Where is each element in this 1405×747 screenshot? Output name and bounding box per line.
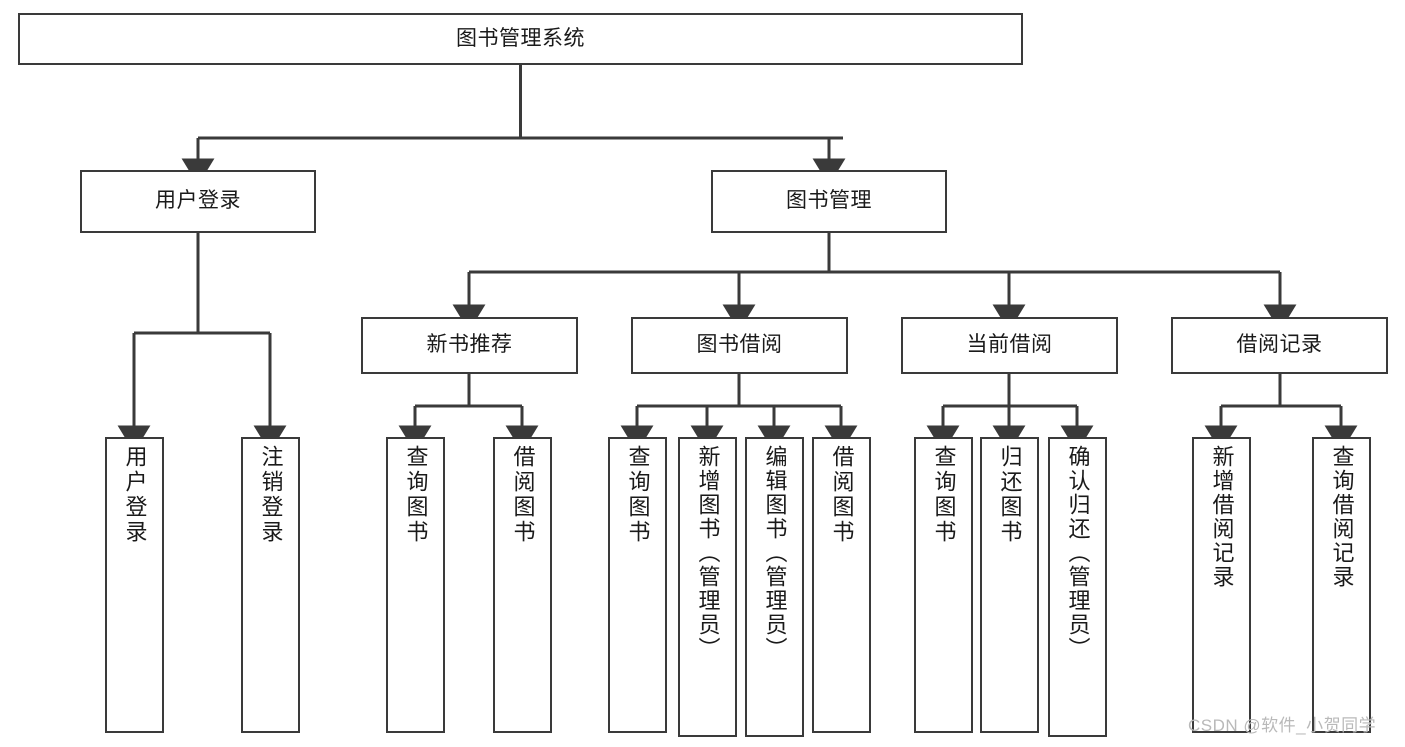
node-new-book-recommend-label: 新书推荐 [426, 333, 513, 357]
node-leaf-edit-book[interactable]: 编辑图书（管理员） [745, 437, 804, 737]
node-leaf-confirm-return[interactable]: 确认归还（管理员） [1048, 437, 1107, 737]
node-leaf-return-book-label: 归还图书 [997, 445, 1023, 545]
node-leaf-user-login-label: 用户登录 [122, 445, 148, 545]
node-leaf-borrow-book-1-label: 借阅图书 [510, 445, 536, 545]
node-leaf-add-book[interactable]: 新增图书（管理员） [678, 437, 737, 737]
node-leaf-return-book[interactable]: 归还图书 [980, 437, 1039, 733]
node-leaf-query-book-1-label: 查询图书 [403, 445, 429, 545]
node-book-borrow[interactable]: 图书借阅 [631, 317, 848, 374]
node-leaf-query-book-3[interactable]: 查询图书 [914, 437, 973, 733]
node-book-management[interactable]: 图书管理 [711, 170, 947, 233]
node-leaf-query-book-2[interactable]: 查询图书 [608, 437, 667, 733]
node-book-management-label: 图书管理 [786, 189, 872, 213]
node-user-login-label: 用户登录 [155, 189, 241, 213]
node-leaf-query-record[interactable]: 查询借阅记录 [1312, 437, 1371, 733]
node-borrow-record-label: 借阅记录 [1236, 333, 1323, 357]
node-leaf-query-book-1[interactable]: 查询图书 [386, 437, 445, 733]
node-leaf-logout-label: 注销登录 [258, 445, 284, 545]
node-borrow-record[interactable]: 借阅记录 [1171, 317, 1388, 374]
node-new-book-recommend[interactable]: 新书推荐 [361, 317, 578, 374]
node-leaf-add-record-label: 新增借阅记录 [1209, 445, 1235, 589]
watermark-text: CSDN @软件_小贺同学 [1188, 716, 1377, 735]
node-leaf-borrow-book-1[interactable]: 借阅图书 [493, 437, 552, 733]
node-leaf-borrow-book-2[interactable]: 借阅图书 [812, 437, 871, 733]
node-leaf-query-record-label: 查询借阅记录 [1329, 445, 1355, 589]
node-leaf-add-record[interactable]: 新增借阅记录 [1192, 437, 1251, 733]
node-leaf-logout[interactable]: 注销登录 [241, 437, 300, 733]
node-leaf-edit-book-label: 编辑图书（管理员） [762, 445, 788, 661]
node-user-login[interactable]: 用户登录 [80, 170, 316, 233]
node-book-borrow-label: 图书借阅 [696, 333, 783, 357]
node-leaf-query-book-3-label: 查询图书 [931, 445, 957, 545]
node-leaf-add-book-label: 新增图书（管理员） [695, 445, 721, 661]
node-current-borrow-label: 当前借阅 [966, 333, 1053, 357]
node-leaf-user-login[interactable]: 用户登录 [105, 437, 164, 733]
node-current-borrow[interactable]: 当前借阅 [901, 317, 1118, 374]
node-leaf-confirm-return-label: 确认归还（管理员） [1065, 445, 1091, 661]
node-leaf-borrow-book-2-label: 借阅图书 [829, 445, 855, 545]
node-root-label: 图书管理系统 [456, 26, 585, 50]
node-root[interactable]: 图书管理系统 [18, 13, 1023, 65]
node-leaf-query-book-2-label: 查询图书 [625, 445, 651, 545]
